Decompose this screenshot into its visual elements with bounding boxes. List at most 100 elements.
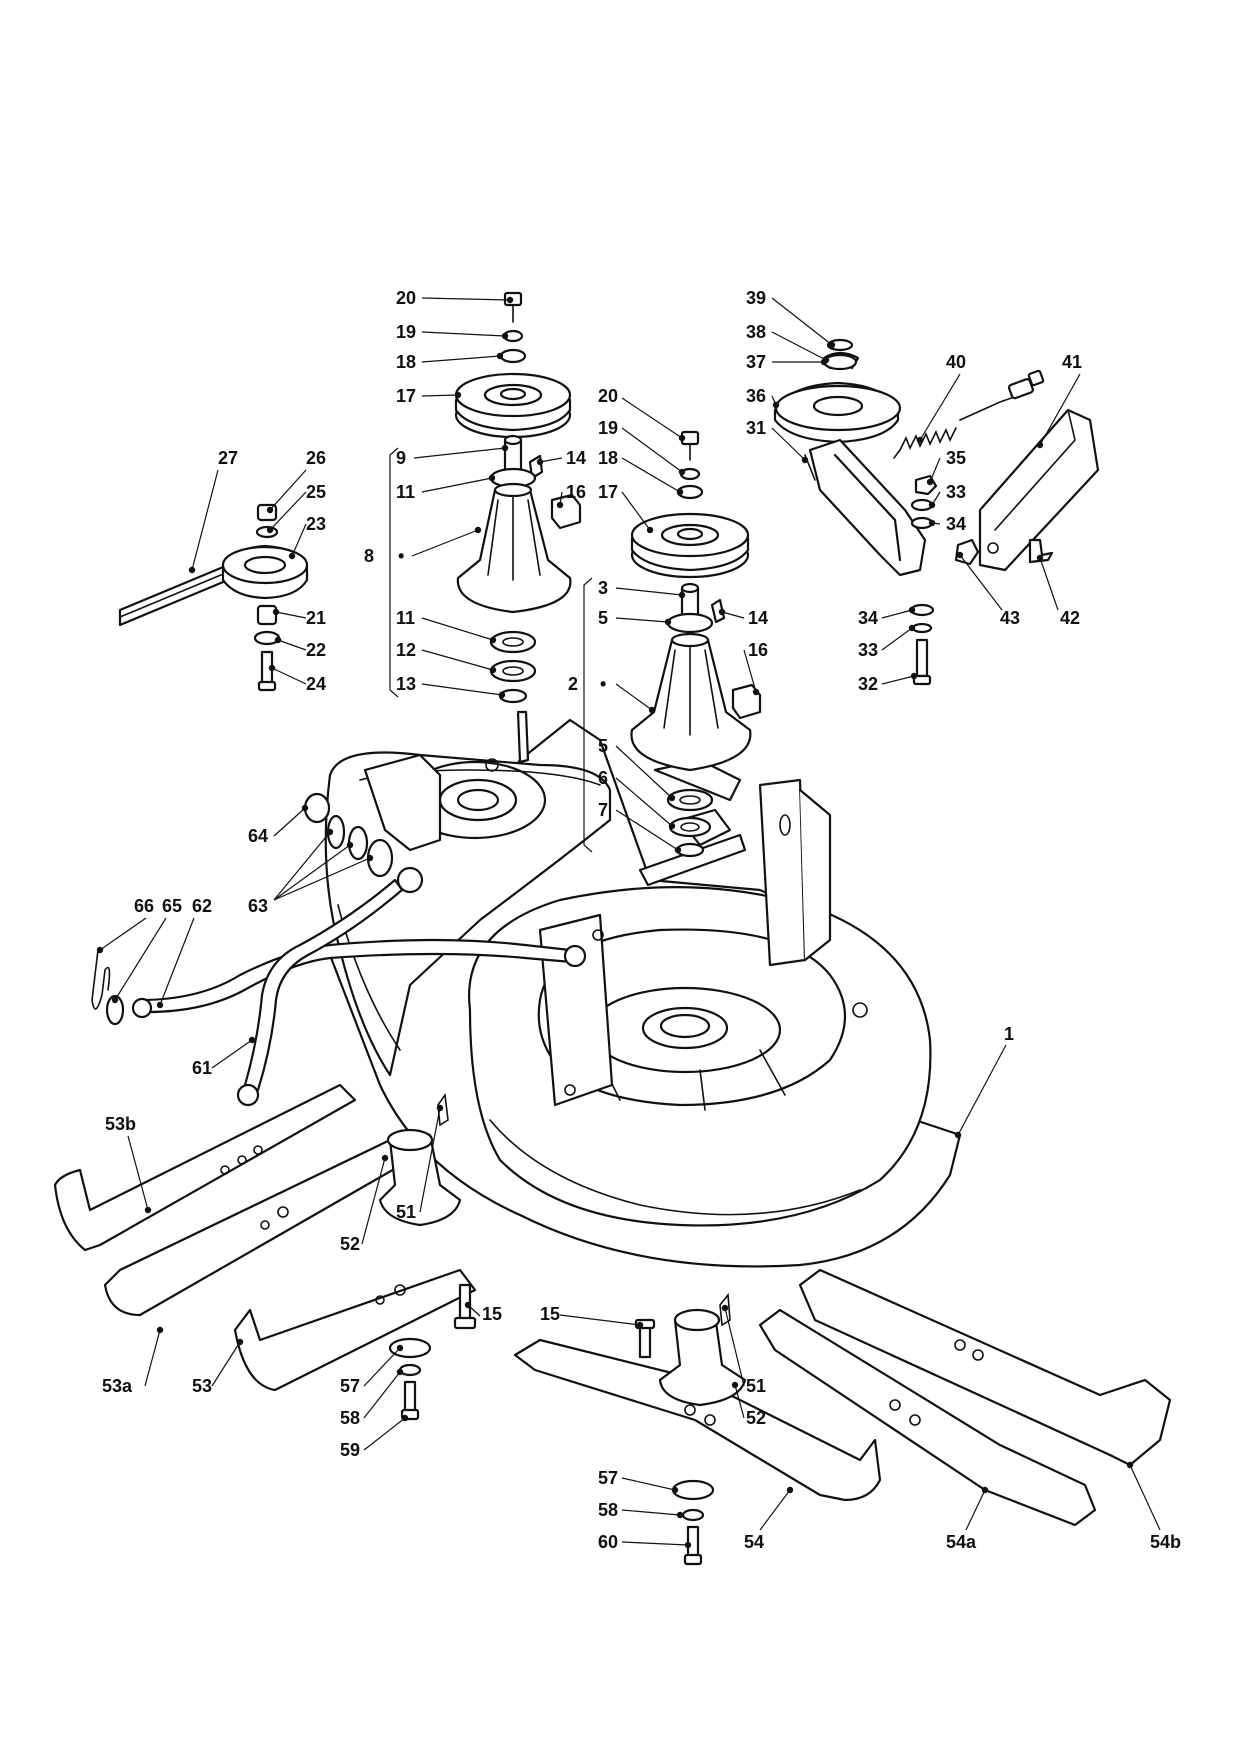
leader-dot bbox=[678, 468, 686, 476]
washers-63-64 bbox=[303, 792, 394, 878]
leader-line bbox=[273, 844, 351, 901]
leader-dot bbox=[498, 691, 506, 699]
leader-dot bbox=[801, 456, 809, 464]
leader-line bbox=[1039, 557, 1059, 611]
leader-line bbox=[413, 447, 506, 459]
blade-hubs bbox=[378, 1092, 747, 1566]
leader-line bbox=[421, 394, 459, 397]
label-1: 1 bbox=[1004, 1024, 1014, 1044]
label-11a: 11 bbox=[396, 482, 415, 502]
leader-dot bbox=[556, 501, 564, 509]
leader-dot bbox=[266, 526, 274, 534]
leader-dot bbox=[646, 526, 654, 534]
leader-dot bbox=[156, 1001, 164, 1009]
leader-line bbox=[211, 1341, 241, 1387]
leader-line bbox=[211, 1039, 253, 1069]
leader-dot bbox=[144, 1206, 152, 1214]
label-13: 13 bbox=[396, 674, 416, 694]
leader-line bbox=[759, 1489, 791, 1531]
leader-dot bbox=[1126, 1461, 1134, 1469]
label-21: 21 bbox=[306, 608, 326, 628]
label-17b: 17 bbox=[598, 482, 618, 502]
leader-line bbox=[881, 675, 915, 685]
label-8: 8 bbox=[364, 546, 374, 566]
label-19a: 19 bbox=[396, 322, 416, 342]
leader-dot bbox=[489, 636, 497, 644]
leader-line bbox=[743, 649, 757, 693]
label-37: 37 bbox=[746, 352, 766, 372]
leader-line bbox=[881, 609, 913, 619]
leader-line bbox=[615, 777, 673, 827]
leader-line bbox=[273, 807, 306, 837]
label-16a: 16 bbox=[566, 482, 586, 502]
leader-dot bbox=[820, 358, 828, 366]
leader-dot bbox=[454, 391, 462, 399]
label-39: 39 bbox=[746, 288, 766, 308]
leader-line bbox=[539, 457, 563, 463]
label-60: 60 bbox=[598, 1532, 618, 1552]
leader-line bbox=[615, 683, 653, 711]
leader-line bbox=[363, 1371, 401, 1419]
leader-line bbox=[421, 355, 501, 363]
leader-dot bbox=[671, 1486, 679, 1494]
leader-line bbox=[615, 587, 683, 596]
leader-dot bbox=[288, 552, 296, 560]
leader-dot bbox=[268, 664, 276, 672]
leader-dot bbox=[366, 854, 374, 862]
leader-line bbox=[957, 1044, 1007, 1136]
leader-dot bbox=[346, 841, 354, 849]
leader-dot bbox=[928, 519, 936, 527]
leader-dot bbox=[1036, 554, 1044, 562]
label-53b: 53b bbox=[105, 1114, 136, 1134]
leader-dot bbox=[678, 591, 686, 599]
label-54: 54 bbox=[744, 1532, 764, 1552]
leader-line bbox=[269, 469, 307, 511]
leader-line bbox=[615, 745, 673, 799]
leader-dot bbox=[721, 1304, 729, 1312]
leader-line bbox=[559, 1314, 641, 1326]
label-25: 25 bbox=[306, 482, 326, 502]
leader-line bbox=[621, 1509, 681, 1516]
leader-line bbox=[919, 373, 961, 441]
leader-line bbox=[621, 397, 683, 439]
leader-line bbox=[929, 457, 941, 483]
leader-dot bbox=[501, 332, 509, 340]
leader-line bbox=[621, 491, 651, 531]
leader-dot bbox=[496, 352, 504, 360]
bracket-8 bbox=[389, 447, 399, 698]
clip-66-washer-65 bbox=[91, 949, 125, 1026]
leader-line bbox=[621, 1477, 676, 1491]
label-6: 6 bbox=[598, 768, 608, 788]
leader-line bbox=[965, 1489, 986, 1531]
leader-line bbox=[421, 683, 503, 696]
label-36: 36 bbox=[746, 386, 766, 406]
leader-dot bbox=[188, 566, 196, 574]
leader-line bbox=[273, 831, 331, 901]
leader-dot bbox=[668, 794, 676, 802]
leader-line bbox=[363, 1347, 401, 1387]
leader-dot bbox=[272, 608, 280, 616]
leader-line bbox=[273, 857, 371, 901]
leader-line bbox=[191, 469, 219, 571]
label-51a: 51 bbox=[396, 1202, 416, 1222]
leader-dot bbox=[501, 444, 509, 452]
label-18a: 18 bbox=[396, 352, 416, 372]
label-5a: 5 bbox=[598, 608, 608, 628]
label-20a: 20 bbox=[396, 288, 416, 308]
tensioner-assembly bbox=[773, 338, 1100, 686]
leader-line bbox=[421, 331, 506, 337]
leader-line bbox=[1039, 373, 1081, 446]
leader-dot bbox=[676, 1511, 684, 1519]
label-43: 43 bbox=[1000, 608, 1020, 628]
leader-line bbox=[421, 477, 493, 493]
label-27: 27 bbox=[218, 448, 238, 468]
leader-line bbox=[99, 917, 147, 951]
leader-dot bbox=[96, 946, 104, 954]
leader-line bbox=[771, 331, 827, 361]
label-12: 12 bbox=[396, 640, 416, 660]
leader-dot bbox=[436, 1104, 444, 1112]
label-3: 3 bbox=[598, 578, 608, 598]
label-11b: 11 bbox=[396, 608, 415, 628]
label-65: 65 bbox=[162, 896, 182, 916]
